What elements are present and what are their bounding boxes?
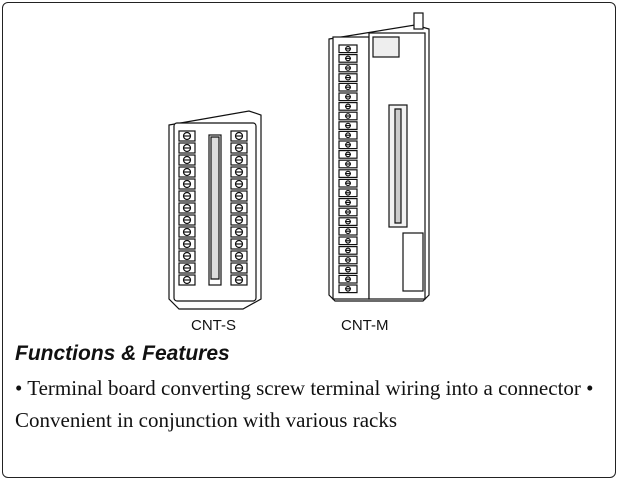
cnt-m-illustration — [328, 12, 430, 302]
caption-cnt-s: CNT-S — [191, 317, 236, 334]
section-heading: Functions & Features — [15, 342, 230, 365]
caption-cnt-m: CNT-M — [341, 317, 389, 334]
product-illustrations — [168, 12, 430, 310]
cnt-s-illustration — [168, 110, 262, 310]
section-body: • Terminal board converting screw termin… — [15, 376, 594, 432]
